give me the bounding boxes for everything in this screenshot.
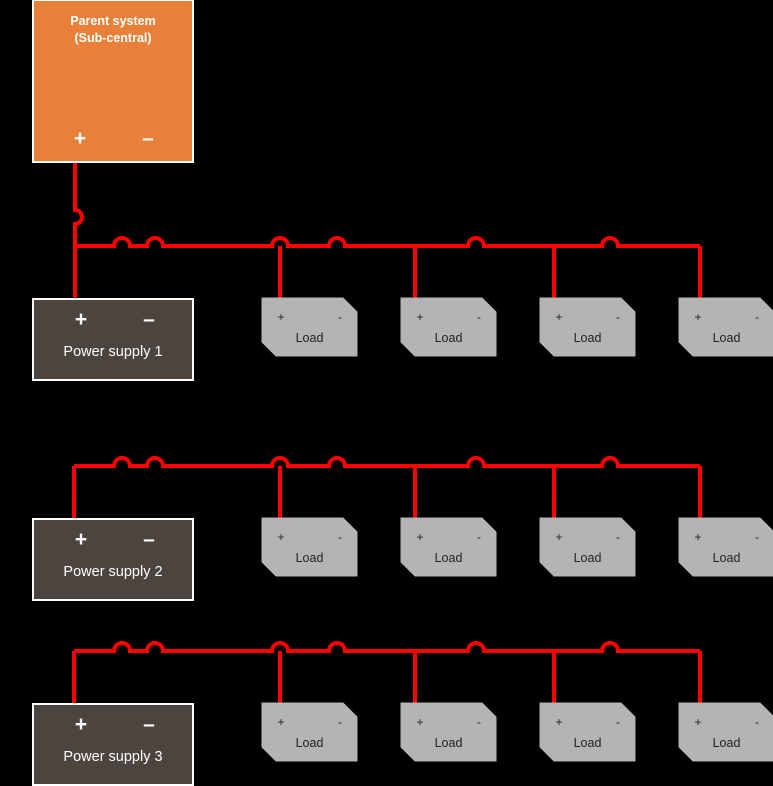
load-block-r2-2[interactable] — [400, 517, 497, 577]
load-block-r2-1-label: Load — [296, 551, 324, 565]
load-block-r2-3-label: Load — [574, 551, 602, 565]
load-block-r3-3[interactable] — [539, 702, 636, 762]
power-supply-3-block[interactable] — [32, 703, 194, 786]
load-block-r1-3-label: Load — [574, 331, 602, 345]
load-block-r2-4[interactable] — [678, 517, 773, 577]
blocks-layer: Parent system (Sub-central) + – + – Power supp… — [32, 0, 773, 786]
load-block-r3-4[interactable] — [678, 702, 773, 762]
load-block-r3-2[interactable] — [400, 702, 497, 762]
load-block-r1-2[interactable] — [400, 297, 497, 357]
load-block-r1-2-plus-terminal: + — [416, 310, 423, 324]
power-supply-1-block[interactable] — [32, 298, 194, 381]
bus-row-2-bus-line — [74, 456, 700, 468]
power-supply-3-label: Power supply 3 — [63, 749, 162, 765]
load-block-r3-4-label: Load — [713, 736, 741, 750]
load-block-r2-3-plus-terminal: + — [555, 530, 562, 544]
parent-system-minus-terminal: – — [142, 127, 154, 150]
load-block-r1-4-label: Load — [713, 331, 741, 345]
load-block-r3-2-plus-terminal: + — [416, 715, 423, 729]
load-block-r2-1[interactable] — [261, 517, 358, 577]
load-block-r2-1-minus-terminal: - — [338, 530, 342, 544]
load-block-r2-2-plus-terminal: + — [416, 530, 423, 544]
load-block-r1-3[interactable] — [539, 297, 636, 357]
load-block-r2-1-plus-terminal: + — [277, 530, 284, 544]
power-supply-2-label: Power supply 2 — [63, 564, 162, 580]
load-block-r1-1-minus-terminal: - — [338, 310, 342, 324]
load-block-r1-1-plus-terminal: + — [277, 310, 284, 324]
bus-row-3-bus-line — [74, 641, 700, 653]
load-block-r2-4-minus-terminal: - — [755, 530, 759, 544]
load-block-r1-2-minus-terminal: - — [477, 310, 481, 324]
load-block-r3-3-minus-terminal: - — [616, 715, 620, 729]
load-block-r2-2-label: Load — [435, 551, 463, 565]
load-block-r3-1[interactable] — [261, 702, 358, 762]
load-block-r1-4[interactable] — [678, 297, 773, 357]
parent-system-block[interactable] — [32, 0, 194, 163]
load-block-r1-4-plus-terminal: + — [694, 310, 701, 324]
bus-row-1-bus-line — [74, 236, 700, 248]
load-block-r2-4-label: Load — [713, 551, 741, 565]
load-block-r3-3-label: Load — [574, 736, 602, 750]
power-supply-3-plus-terminal: + — [75, 713, 87, 736]
load-block-r1-3-minus-terminal: - — [616, 310, 620, 324]
load-block-r1-1[interactable] — [261, 297, 358, 357]
load-block-r1-3-plus-terminal: + — [555, 310, 562, 324]
load-block-r2-4-plus-terminal: + — [694, 530, 701, 544]
load-block-r1-4-minus-terminal: - — [755, 310, 759, 324]
parent-system-plus-terminal: + — [74, 127, 86, 150]
load-block-r1-2-label: Load — [435, 331, 463, 345]
load-block-r3-4-minus-terminal: - — [755, 715, 759, 729]
load-block-r3-1-minus-terminal: - — [338, 715, 342, 729]
load-block-r2-3[interactable] — [539, 517, 636, 577]
load-block-r3-2-label: Load — [435, 736, 463, 750]
parent-to-supply-feeder — [73, 162, 84, 299]
load-block-r2-3-minus-terminal: - — [616, 530, 620, 544]
load-block-r3-1-plus-terminal: + — [277, 715, 284, 729]
load-block-r1-1-label: Load — [296, 331, 324, 345]
load-block-r3-4-plus-terminal: + — [694, 715, 701, 729]
power-supply-2-plus-terminal: + — [75, 528, 87, 551]
power-supply-3-minus-terminal: – — [143, 713, 155, 736]
load-block-r3-1-label: Load — [296, 736, 324, 750]
parent-system-title-line2: (Sub-central) — [74, 31, 151, 45]
power-supply-1-label: Power supply 1 — [63, 344, 162, 360]
power-supply-1-plus-terminal: + — [75, 308, 87, 331]
power-supply-2-block[interactable] — [32, 518, 194, 601]
load-block-r2-2-minus-terminal: - — [477, 530, 481, 544]
wires-layer — [72, 162, 702, 706]
load-block-r3-2-minus-terminal: - — [477, 715, 481, 729]
power-supply-2-minus-terminal: – — [143, 528, 155, 551]
power-supply-1-minus-terminal: – — [143, 308, 155, 331]
parent-system-title-line1: Parent system — [70, 14, 155, 28]
load-block-r3-3-plus-terminal: + — [555, 715, 562, 729]
